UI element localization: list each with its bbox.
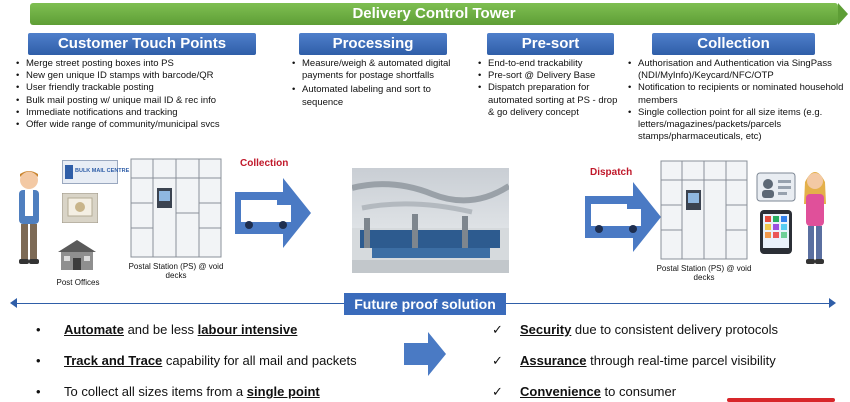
- advantage-text: To collect all sizes items from a: [64, 384, 247, 399]
- decorative-red-bar: [727, 398, 835, 402]
- list-item: Notification to recipients or nominated …: [626, 82, 848, 106]
- postal-station-left-caption: Postal Station (PS) @ void decks: [128, 262, 224, 280]
- list-item: Authorisation and Authentication via Sin…: [626, 58, 848, 82]
- benefit-convenience: ✓ Convenience to consumer: [492, 384, 832, 400]
- benefit-text: due to consistent delivery protocols: [571, 322, 778, 337]
- pre-sort-list: End-to-end trackability Pre-sort @ Deliv…: [476, 58, 626, 119]
- list-item: Merge street posting boxes into PS: [14, 58, 284, 70]
- bullet-mark: •: [36, 322, 41, 337]
- collection-list: Authorisation and Authentication via Sin…: [626, 58, 848, 143]
- advantage-emphasis: Automate: [64, 322, 124, 337]
- male-customer-icon: [19, 171, 39, 264]
- postal-station-locker-left: [130, 158, 222, 258]
- id-card-icon: [756, 172, 796, 202]
- advantage-automate: • Automate and be less labour intensive: [36, 322, 396, 338]
- bulk-mail-sign: BULK MAIL CENTRE: [75, 168, 130, 174]
- advantage-single-point: • To collect all sizes items from a sing…: [36, 384, 396, 400]
- list-item: Offer wide range of community/municipal …: [14, 119, 284, 131]
- post-offices-caption: Post Offices: [56, 278, 100, 287]
- check-icon: ✓: [492, 322, 503, 337]
- processing-list: Measure/weigh & automated digital paymen…: [290, 58, 458, 109]
- dispatch-label: Dispatch: [590, 167, 633, 178]
- benefit-emphasis: Assurance: [520, 353, 587, 368]
- collection-label: Collection: [240, 158, 289, 169]
- pre-sort-header: Pre-sort: [487, 33, 614, 55]
- list-item: Immediate notifications and tracking: [14, 107, 284, 119]
- benefit-emphasis: Convenience: [520, 384, 601, 399]
- processing-header: Processing: [299, 33, 447, 55]
- right-arrow-icon: [404, 332, 446, 376]
- collection-header: Collection: [652, 33, 815, 55]
- list-item: New gen unique ID stamps with barcode/QR: [14, 70, 284, 82]
- collection-truck-arrow-icon: [235, 178, 311, 248]
- list-item: Automated labeling and sort to sequence: [290, 84, 458, 108]
- advantage-text: capability for all mail and packets: [162, 353, 357, 368]
- sorting-facility-photo: [352, 168, 509, 273]
- list-item: Measure/weigh & automated digital paymen…: [290, 58, 458, 82]
- list-item: Single collection point for all size ite…: [626, 107, 848, 144]
- advantage-emphasis: labour intensive: [197, 322, 298, 337]
- postage-stamp-icon: [62, 193, 98, 223]
- list-item: Dispatch preparation for automated sorti…: [476, 82, 626, 119]
- customer-touch-points-header: Customer Touch Points: [28, 33, 256, 55]
- bullet-mark: •: [36, 353, 41, 368]
- smartphone-apps-icon: [760, 210, 792, 254]
- delivery-control-tower-banner: Delivery Control Tower: [30, 3, 838, 25]
- list-item: User friendly trackable posting: [14, 82, 284, 94]
- advantage-emphasis: single point: [246, 384, 320, 399]
- bulk-mail-centre-photo: BULK MAIL CENTRE: [62, 160, 129, 184]
- benefit-text: to consumer: [600, 384, 677, 399]
- benefit-emphasis: Security: [520, 322, 572, 337]
- bullet-mark: •: [36, 384, 41, 399]
- list-item: Bulk mail posting w/ unique mail ID & re…: [14, 95, 284, 107]
- banner-arrow-tip: [838, 3, 848, 25]
- benefit-security: ✓ Security due to consistent delivery pr…: [492, 322, 832, 338]
- benefit-text: through real-time parcel visibility: [586, 353, 776, 368]
- dispatch-truck-arrow-icon: [585, 182, 661, 252]
- post-office-building-icon: [58, 240, 96, 270]
- postal-station-right-caption: Postal Station (PS) @ void decks: [656, 264, 752, 282]
- postal-station-locker-right: [660, 160, 748, 260]
- female-recipient-icon: [804, 172, 826, 264]
- future-proof-solution-label: Future proof solution: [344, 293, 506, 315]
- customer-touch-points-list: Merge street posting boxes into PS New g…: [14, 58, 284, 131]
- advantage-track-and-trace: • Track and Trace capability for all mai…: [36, 353, 396, 369]
- advantage-emphasis: Track and Trace: [64, 353, 163, 368]
- check-icon: ✓: [492, 353, 503, 368]
- list-item: Pre-sort @ Delivery Base: [476, 70, 626, 82]
- check-icon: ✓: [492, 384, 503, 399]
- bulk-mail-logo-icon: [65, 165, 73, 179]
- benefit-assurance: ✓ Assurance through real-time parcel vis…: [492, 353, 832, 369]
- list-item: End-to-end trackability: [476, 58, 626, 70]
- advantage-text: and be less: [123, 322, 198, 337]
